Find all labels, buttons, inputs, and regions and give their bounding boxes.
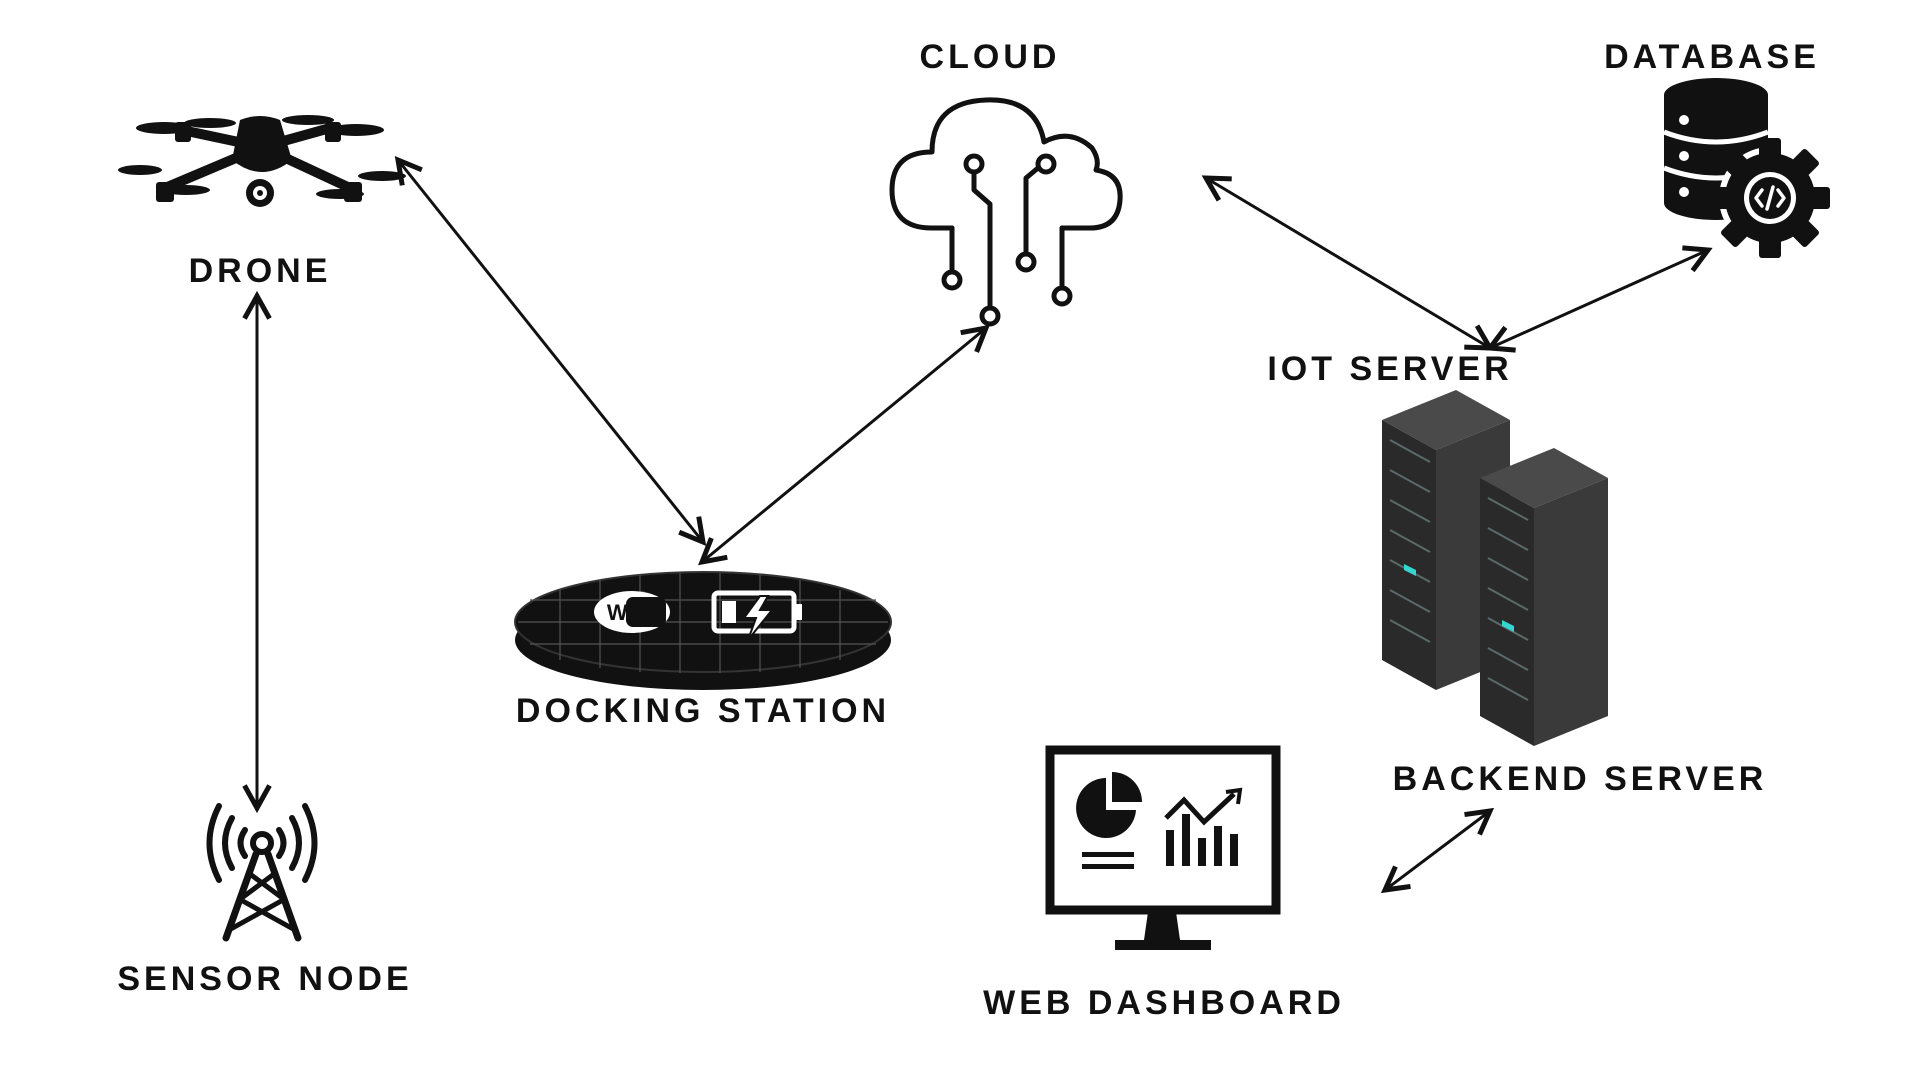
sensor-node-label: SENSOR NODE bbox=[117, 960, 412, 998]
wifi-badge-text: WiFi bbox=[607, 600, 653, 625]
pie-chart-icon bbox=[1076, 772, 1142, 838]
radio-tower-icon bbox=[206, 803, 318, 942]
server-rack-2 bbox=[1480, 448, 1608, 746]
server-rack-icon bbox=[1382, 390, 1608, 746]
bar-chart-icon bbox=[1164, 787, 1243, 866]
web-dashboard-label: WEB DASHBOARD bbox=[983, 984, 1345, 1022]
arrow-iot-server-database bbox=[1490, 250, 1708, 348]
database-gear-icon bbox=[1663, 78, 1830, 258]
gear-icon bbox=[1710, 138, 1830, 258]
docking-pad-icon: WiFi bbox=[514, 571, 892, 690]
arrow-docking-station-cloud bbox=[702, 328, 986, 562]
monitor-dashboard-icon bbox=[1045, 745, 1281, 950]
database-label: DATABASE bbox=[1604, 38, 1820, 76]
arrow-cloud-iot-server bbox=[1206, 178, 1490, 348]
cloud-label: CLOUD bbox=[920, 38, 1061, 76]
arrow-drone-docking-station bbox=[398, 160, 703, 542]
drone-label: DRONE bbox=[189, 252, 332, 290]
iot-server-label: IOT SERVER bbox=[1267, 350, 1512, 388]
arrow-web-dashboard-backend-server bbox=[1385, 811, 1490, 890]
drone-icon bbox=[118, 115, 406, 207]
docking-station-label: DOCKING STATION bbox=[516, 692, 890, 730]
connectors bbox=[257, 160, 1708, 890]
circuit-cloud-icon bbox=[889, 97, 1123, 327]
battery-charging-icon bbox=[711, 590, 802, 641]
backend-server-label: BACKEND SERVER bbox=[1393, 760, 1768, 798]
wifi-badge-icon: WiFi bbox=[594, 591, 670, 633]
